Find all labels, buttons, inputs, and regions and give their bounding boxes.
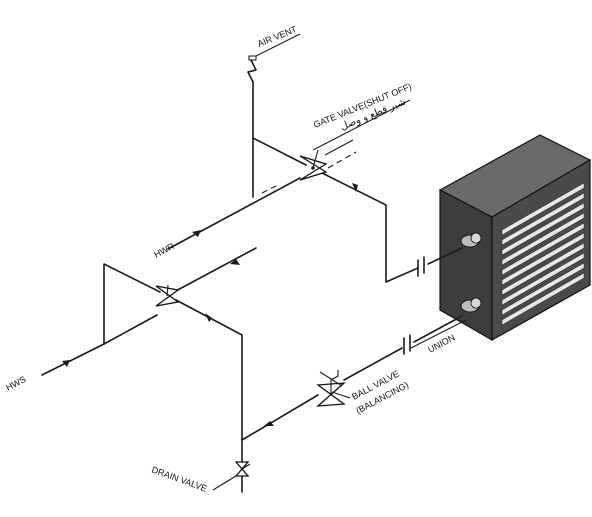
air-vent-symbol: [247, 55, 257, 83]
flow-arrow-hwr: [192, 230, 201, 237]
flow-arrows: [62, 183, 358, 426]
label-drain-valve: DRAIN VALVE: [150, 464, 208, 493]
label-hwr: HWR: [152, 241, 176, 260]
label-union: UNION: [426, 332, 456, 354]
flow-arrow-hws-main: [62, 360, 70, 367]
hws-pipe-network: [41, 247, 463, 493]
drain-valve-symbol: [234, 461, 251, 477]
pipe-connector-lower: [460, 297, 482, 313]
union-fitting-upper: [417, 256, 425, 277]
gate-valve-hws: [155, 284, 180, 307]
ball-valve-balancing: [316, 370, 346, 407]
flow-arrow-to-ball-valve: [264, 421, 274, 426]
flow-arrow-supply-down: [205, 313, 212, 322]
label-leaders: [212, 33, 467, 491]
hwr-pipe-network: [167, 81, 463, 283]
flow-arrow-unit-return: [352, 183, 358, 192]
louver-grille: [501, 182, 585, 326]
pipe-connector-upper: [460, 232, 482, 248]
label-hws: HWS: [4, 374, 27, 393]
union-fitting-lower: [403, 334, 411, 355]
unit-heater-left-face: [439, 189, 493, 342]
gate-valve-shut-off: [299, 149, 328, 181]
unit-heater: [438, 134, 592, 342]
flow-arrow-return-upper: [230, 259, 240, 265]
hidden-line-segments: [261, 151, 357, 194]
